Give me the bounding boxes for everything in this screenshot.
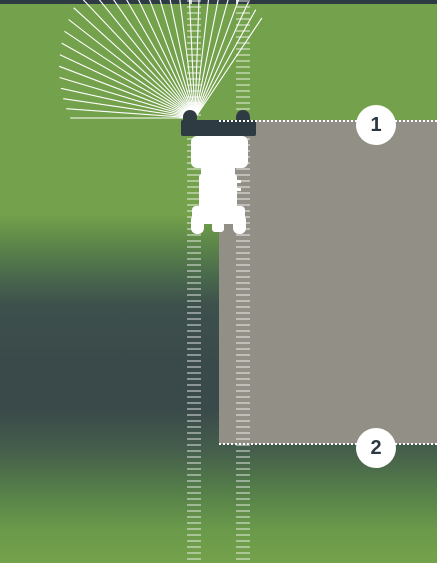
- field-area: [219, 120, 437, 444]
- tractor-icon: [181, 110, 256, 234]
- boundary-line-2: [219, 443, 437, 445]
- boundary-line-1: [219, 120, 437, 122]
- top-bar-tick: [236, 0, 238, 4]
- marker-1: 1: [356, 105, 396, 145]
- marker-2: 2: [356, 428, 396, 468]
- top-bar: [0, 0, 437, 4]
- top-bar-tick: [190, 0, 192, 4]
- sensor-sweep-icon: [59, 0, 263, 119]
